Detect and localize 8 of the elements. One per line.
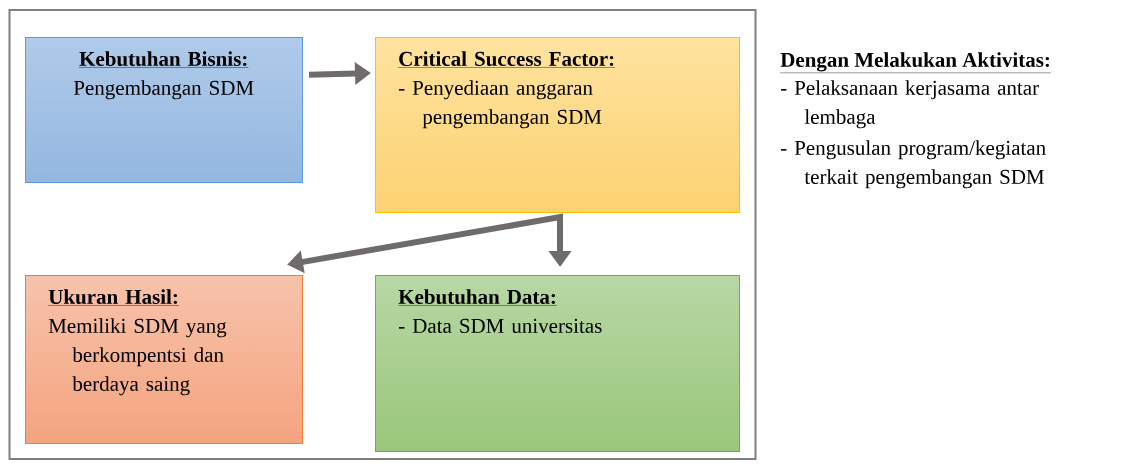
- text-box: Kebutuhan Bisnis: Pengembangan SDM: [25, 37, 303, 183]
- text-box: Critical Success Factor: - Penyediaan anggaran pengembangan SDM: [375, 37, 740, 213]
- frame-box: [8, 9, 757, 460]
- bullet-item: - Pelaksanaan kerjasama antar lembaga: [781, 80, 1039, 129]
- heading-text: Dengan Melakukan Aktivitas:: [780, 52, 1052, 73]
- bullet-item: - Pengusulan program/kegiatan terkait pengembangan SDM: [781, 140, 1046, 189]
- text-box: Ukuran Hasil: Memiliki SDM yang berkompentsi dan berdaya saing: [25, 275, 303, 444]
- text-box: Kebutuhan Data: - Data SDM universitas: [375, 275, 740, 452]
